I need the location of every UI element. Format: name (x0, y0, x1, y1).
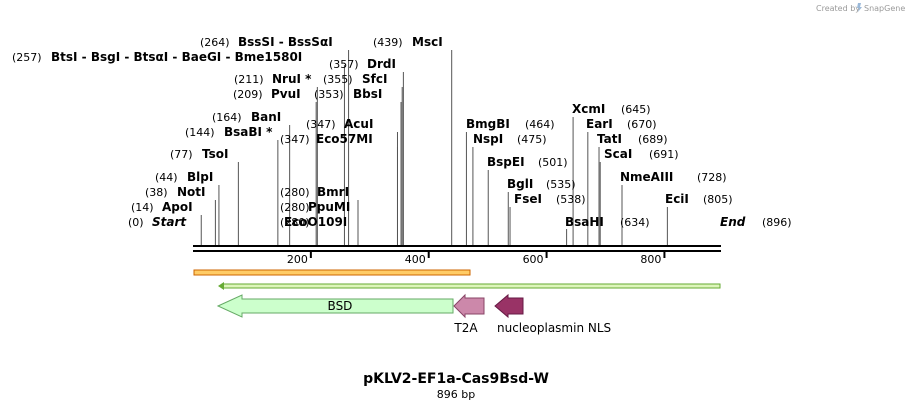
green-bar (218, 282, 721, 290)
feature-bsd[interactable]: BSD (216, 294, 454, 318)
map-length: 896 bp (437, 388, 475, 401)
site-name[interactable]: BmgBI (466, 117, 510, 131)
feature-t2a-label: T2A (453, 321, 478, 335)
ruler-tick-label: 600 (523, 253, 544, 266)
ruler-tick-label: 400 (405, 253, 426, 266)
site-position: (0) (128, 216, 144, 229)
site-name[interactable]: AcuI (344, 117, 373, 131)
site-name[interactable]: NmeAIII (620, 170, 673, 184)
site-name[interactable]: Start (152, 215, 187, 229)
site-position: (439) (373, 36, 403, 49)
ruler-tick-label: 200 (287, 253, 308, 266)
site-name[interactable]: BanI (251, 110, 281, 124)
site-name[interactable]: DrdI (367, 57, 396, 71)
feature-bsd-label: BSD (328, 299, 353, 313)
site-name[interactable]: ScaI (604, 147, 632, 161)
site-name[interactable]: PpuMI (308, 200, 350, 214)
credit-text: Created by (816, 4, 860, 13)
site-name[interactable]: EarI (586, 117, 613, 131)
site-position: (689) (638, 133, 668, 146)
feature-nls[interactable]: nucleoplasmin NLS (494, 293, 611, 335)
site-position: (645) (621, 103, 651, 116)
feature-nls-label: nucleoplasmin NLS (497, 321, 611, 335)
site-position: (77) (170, 148, 193, 161)
site-position: (164) (212, 111, 242, 124)
site-position: (280) (280, 201, 310, 214)
site-name[interactable]: BsaHI (565, 215, 604, 229)
site-name[interactable]: TsoI (202, 147, 228, 161)
site-name[interactable]: EciI (665, 192, 689, 206)
site-name[interactable]: End (720, 215, 746, 229)
site-position: (670) (627, 118, 657, 131)
site-position: (280) (280, 186, 310, 199)
site-name[interactable]: FseI (514, 192, 542, 206)
feature-t2a[interactable]: T2A (453, 293, 485, 335)
site-name[interactable]: BssSI - BssSαI (238, 35, 333, 49)
site-position: (464) (525, 118, 555, 131)
site-name[interactable]: PvuI (271, 87, 301, 101)
site-position: (475) (517, 133, 547, 146)
ruler-tick-label: 800 (640, 253, 661, 266)
site-position: (211) (234, 73, 264, 86)
site-position: (728) (697, 171, 727, 184)
site-position: (353) (314, 88, 344, 101)
site-position: (14) (131, 201, 154, 214)
backbone (193, 245, 721, 252)
site-lines (200, 50, 668, 245)
site-position: (355) (323, 73, 353, 86)
site-name[interactable]: BtsI - BsgI - BtsαI - BaeGI - Bme1580I (51, 50, 302, 64)
site-name[interactable]: EcoO109I (284, 215, 347, 229)
site-name[interactable]: Eco57MI (316, 132, 373, 146)
site-position: (144) (185, 126, 215, 139)
snapgene-logo-icon (857, 3, 862, 12)
site-position: (347) (306, 118, 336, 131)
site-position: (634) (620, 216, 650, 229)
site-position: (209) (233, 88, 263, 101)
site-name[interactable]: MscI (412, 35, 443, 49)
site-position: (347) (280, 133, 310, 146)
site-name[interactable]: BglI (507, 177, 533, 191)
site-position: (357) (329, 58, 359, 71)
site-position: (44) (155, 171, 178, 184)
ruler-ticks: 200 400 600 800 (287, 252, 666, 266)
site-name[interactable]: NotI (177, 185, 206, 199)
site-position: (38) (145, 186, 168, 199)
site-name[interactable]: BsaBI * (224, 125, 273, 139)
site-name[interactable]: SfcI (362, 72, 387, 86)
site-name[interactable]: NruI * (272, 72, 312, 86)
site-labels: (0) Start(14) ApoI(38) NotI(44) BlpI (77) TsoI… (12, 35, 792, 229)
site-name[interactable]: BspEI (487, 155, 525, 169)
site-position: (691) (649, 148, 679, 161)
site-position: (264) (200, 36, 230, 49)
site-position: (535) (546, 178, 576, 191)
site-name[interactable]: NspI (473, 132, 503, 146)
site-name[interactable]: BlpI (187, 170, 213, 184)
site-position: (896) (762, 216, 792, 229)
orange-bar (193, 269, 471, 276)
site-name[interactable]: TatI (597, 132, 622, 146)
site-position: (538) (556, 193, 586, 206)
site-position: (501) (538, 156, 568, 169)
map-title: pKLV2-EF1a-Cas9Bsd-W (363, 371, 549, 387)
credit-brand: SnapGene (864, 4, 905, 13)
site-name[interactable]: BmrI (317, 185, 349, 199)
site-position: (280) (280, 216, 310, 229)
site-name[interactable]: XcmI (572, 102, 605, 116)
site-position: (257) (12, 51, 42, 64)
site-name[interactable]: ApoI (162, 200, 193, 214)
site-position: (805) (703, 193, 733, 206)
site-name[interactable]: BbsI (353, 87, 382, 101)
